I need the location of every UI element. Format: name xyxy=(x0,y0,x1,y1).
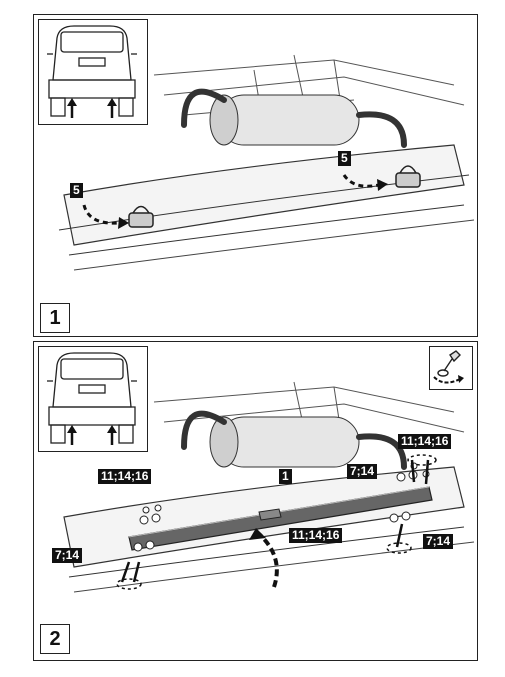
callout-label: 5 xyxy=(70,183,83,198)
vehicle-rear-icon xyxy=(47,352,137,445)
tightening-tool-icon xyxy=(433,350,464,384)
vehicle-rear-view-inset xyxy=(38,19,148,125)
vehicle-rear-icon xyxy=(47,25,137,118)
step-2-illustration xyxy=(63,381,475,593)
callout-label: 11;14;16 xyxy=(98,469,152,484)
step-1-panel: 5 5 1 xyxy=(33,14,478,337)
step-number: 1 xyxy=(40,303,70,333)
callout-label: 7;14 xyxy=(347,464,378,479)
callout-label: 11;14;16 xyxy=(289,528,343,543)
step-number: 2 xyxy=(40,624,70,654)
step-1-illustration xyxy=(58,54,475,271)
vehicle-rear-view-inset xyxy=(38,346,148,452)
callout-label: 5 xyxy=(338,151,351,166)
wrench-tool-icon xyxy=(429,346,473,390)
callout-label: 7;14 xyxy=(52,548,83,563)
callout-label: 7;14 xyxy=(423,534,454,549)
callout-label: 1 xyxy=(279,469,292,484)
callout-label: 11;14;16 xyxy=(398,434,452,449)
step-2-panel: 11;14;16 7;14 1 11;14;16 7;14 11;14;16 7… xyxy=(33,341,478,661)
